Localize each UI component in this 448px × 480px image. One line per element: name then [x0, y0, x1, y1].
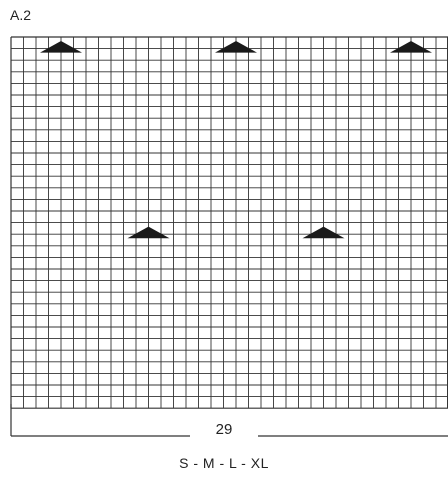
- decrease-triangle-symbol: [127, 226, 170, 239]
- decrease-triangle-symbol: [215, 41, 257, 53]
- chart-label: A.2: [10, 7, 32, 23]
- decrease-triangle-symbol: [302, 226, 345, 239]
- stitch-count-label: 29: [190, 421, 258, 439]
- decrease-triangle-symbol: [390, 41, 432, 53]
- decrease-triangle-symbol: [40, 41, 82, 53]
- chart-symbols: [40, 41, 432, 239]
- grid-lines: [10, 36, 448, 409]
- size-label: S - M - L - XL: [179, 455, 269, 471]
